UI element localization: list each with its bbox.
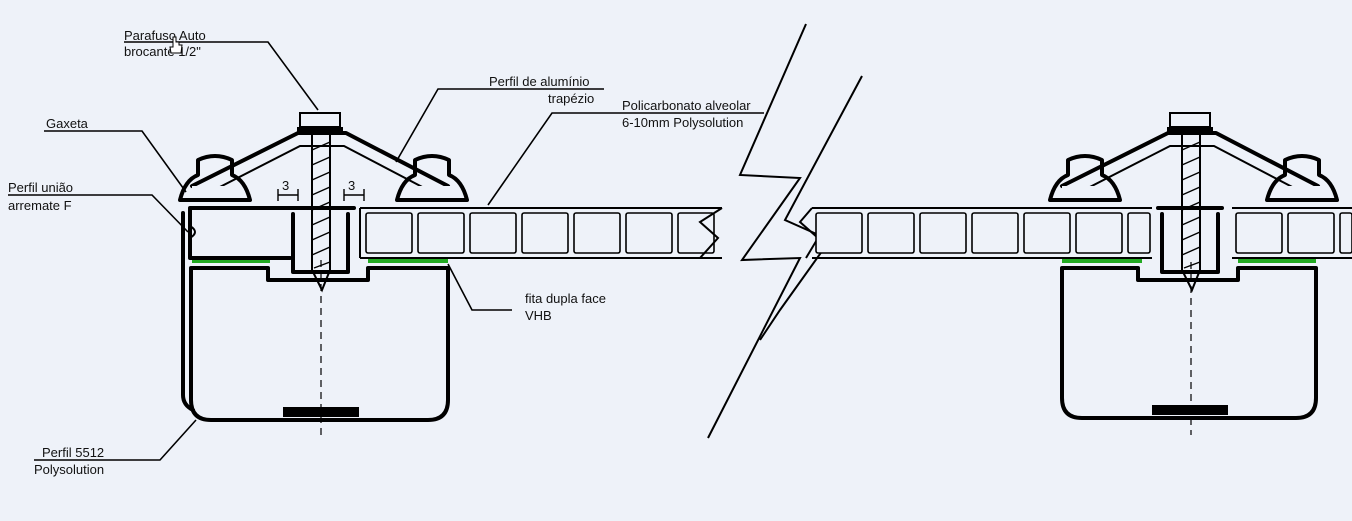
polycarbonate-cell (971, 212, 1019, 254)
trapezoid-label-line2: trapézio (548, 91, 594, 106)
polycarbonate-cell (573, 212, 621, 254)
base-label-line1: Perfil 5512 (42, 445, 104, 460)
sheet-break-edge-left (698, 207, 723, 259)
label-union-profile: Perfil união arremate F (8, 180, 189, 233)
gap-left-label: 3 (282, 178, 289, 193)
gap-dimension-left: 3 (277, 178, 299, 201)
base-label-line2: Polysolution (34, 462, 104, 477)
polycarbonate-cell (1235, 212, 1283, 254)
hand-pointer-icon (169, 36, 183, 54)
polycarbonate-cell (867, 212, 915, 254)
polycarbonate-cell (469, 212, 517, 254)
screw-label-line1: Parafuso Auto (124, 28, 206, 43)
label-screw: Parafuso Auto brocante 1/2" (124, 28, 319, 111)
break-line-left (707, 23, 807, 439)
screw-label-line2: brocante 1/2" (124, 44, 201, 59)
label-trapezoid: Perfil de alumínio trapézio (395, 74, 604, 163)
gap-right-label: 3 (348, 178, 355, 193)
polycarbonate-cell (919, 212, 967, 254)
sheet-break-edge-right (798, 207, 820, 259)
polycarbonate-cell (365, 212, 413, 254)
gasket-label: Gaxeta (46, 116, 89, 131)
polycarbonate-label-line2: 6-10mm Polysolution (622, 115, 743, 130)
gap-dimension-right: 3 (343, 178, 365, 201)
label-gasket: Gaxeta (44, 116, 187, 193)
left-assembly: 3 3 (178, 112, 469, 435)
gasket-left (178, 154, 252, 202)
trapezoid-profile-inner (213, 145, 429, 191)
trapezoid-label-line1: Perfil de alumínio (489, 74, 589, 89)
union-profile-f-lip (189, 225, 196, 239)
polycarbonate-cell (521, 212, 569, 254)
polycarbonate-cell (1075, 212, 1123, 254)
polycarbonate-cell (625, 212, 673, 254)
base-profile-left (189, 266, 450, 422)
tape-label-line2: VHB (525, 308, 552, 323)
union-profile-f (181, 206, 292, 412)
tape-label-line1: fita dupla face (525, 291, 606, 306)
polycarbonate-cell (815, 212, 863, 254)
polycarbonate-label-line1: Policarbonato alveolar (622, 98, 751, 113)
base-profile-slot-left (283, 407, 359, 417)
gasket-right (395, 154, 469, 202)
polycarbonate-cell (1023, 212, 1071, 254)
right-assembly (1048, 112, 1339, 435)
polycarbonate-cell (417, 212, 465, 254)
polycarbonate-cell (1287, 212, 1335, 254)
label-tape: fita dupla face VHB (447, 263, 606, 323)
polycarbonate-cell (1127, 212, 1151, 254)
screw-left (297, 112, 343, 293)
label-base-profile: Perfil 5512 Polysolution (34, 419, 197, 477)
polycarbonate-cell (1339, 212, 1352, 254)
polycarbonate-cell (677, 212, 715, 254)
polycarbonate-sheet-right (812, 207, 1352, 259)
label-polycarbonate: Policarbonato alveolar 6-10mm Polysoluti… (487, 98, 764, 206)
union-label-line1: Perfil união (8, 180, 73, 195)
union-label-line2: arremate F (8, 198, 72, 213)
polycarbonate-sheet-left (359, 207, 722, 259)
